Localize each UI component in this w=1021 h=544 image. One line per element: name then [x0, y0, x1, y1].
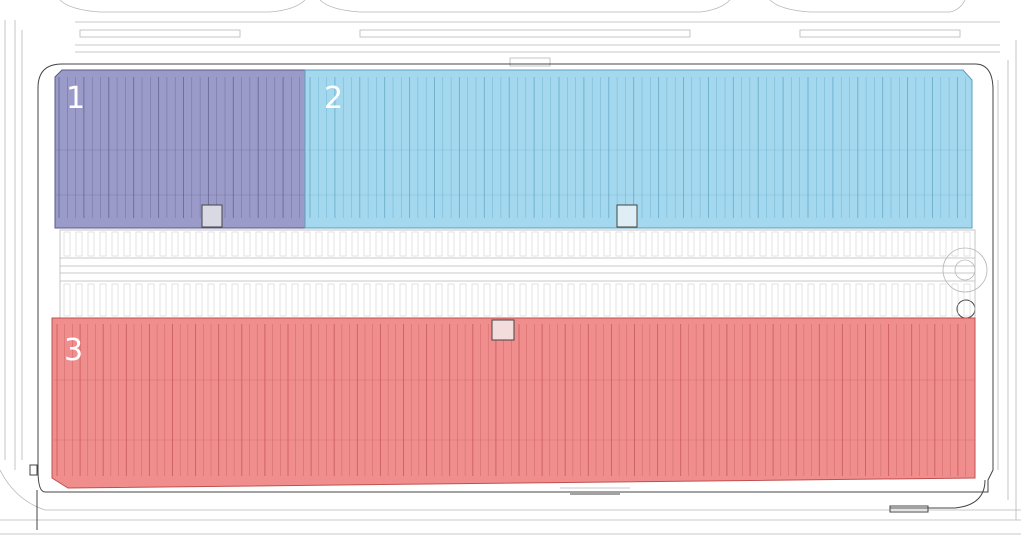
loading-yard	[59, 229, 976, 319]
zone-1-building: 1	[54, 69, 306, 229]
zone-2-core	[616, 204, 638, 228]
left-roads	[0, 20, 1021, 535]
zone-3-label: 3	[64, 333, 83, 368]
yard-parking-marks	[63, 231, 971, 317]
site-boundary	[37, 63, 994, 493]
zone-2-building: 2	[304, 69, 973, 229]
zone-1-roof-strips	[56, 77, 305, 218]
zone-1-core	[201, 204, 223, 228]
zone-2-label: 2	[324, 81, 343, 116]
zone-3-roof-strips	[54, 324, 975, 476]
zone-3-area	[51, 317, 976, 489]
zone-3-building: 3	[51, 317, 976, 489]
zone-2-roof-strips	[307, 77, 972, 218]
top-roads	[59, 0, 1000, 67]
zone-1-label: 1	[66, 81, 85, 116]
zone-3-core	[491, 319, 515, 341]
zone-2-area	[304, 69, 973, 229]
zone-1-area	[54, 69, 306, 229]
bottom-gate	[560, 487, 630, 495]
